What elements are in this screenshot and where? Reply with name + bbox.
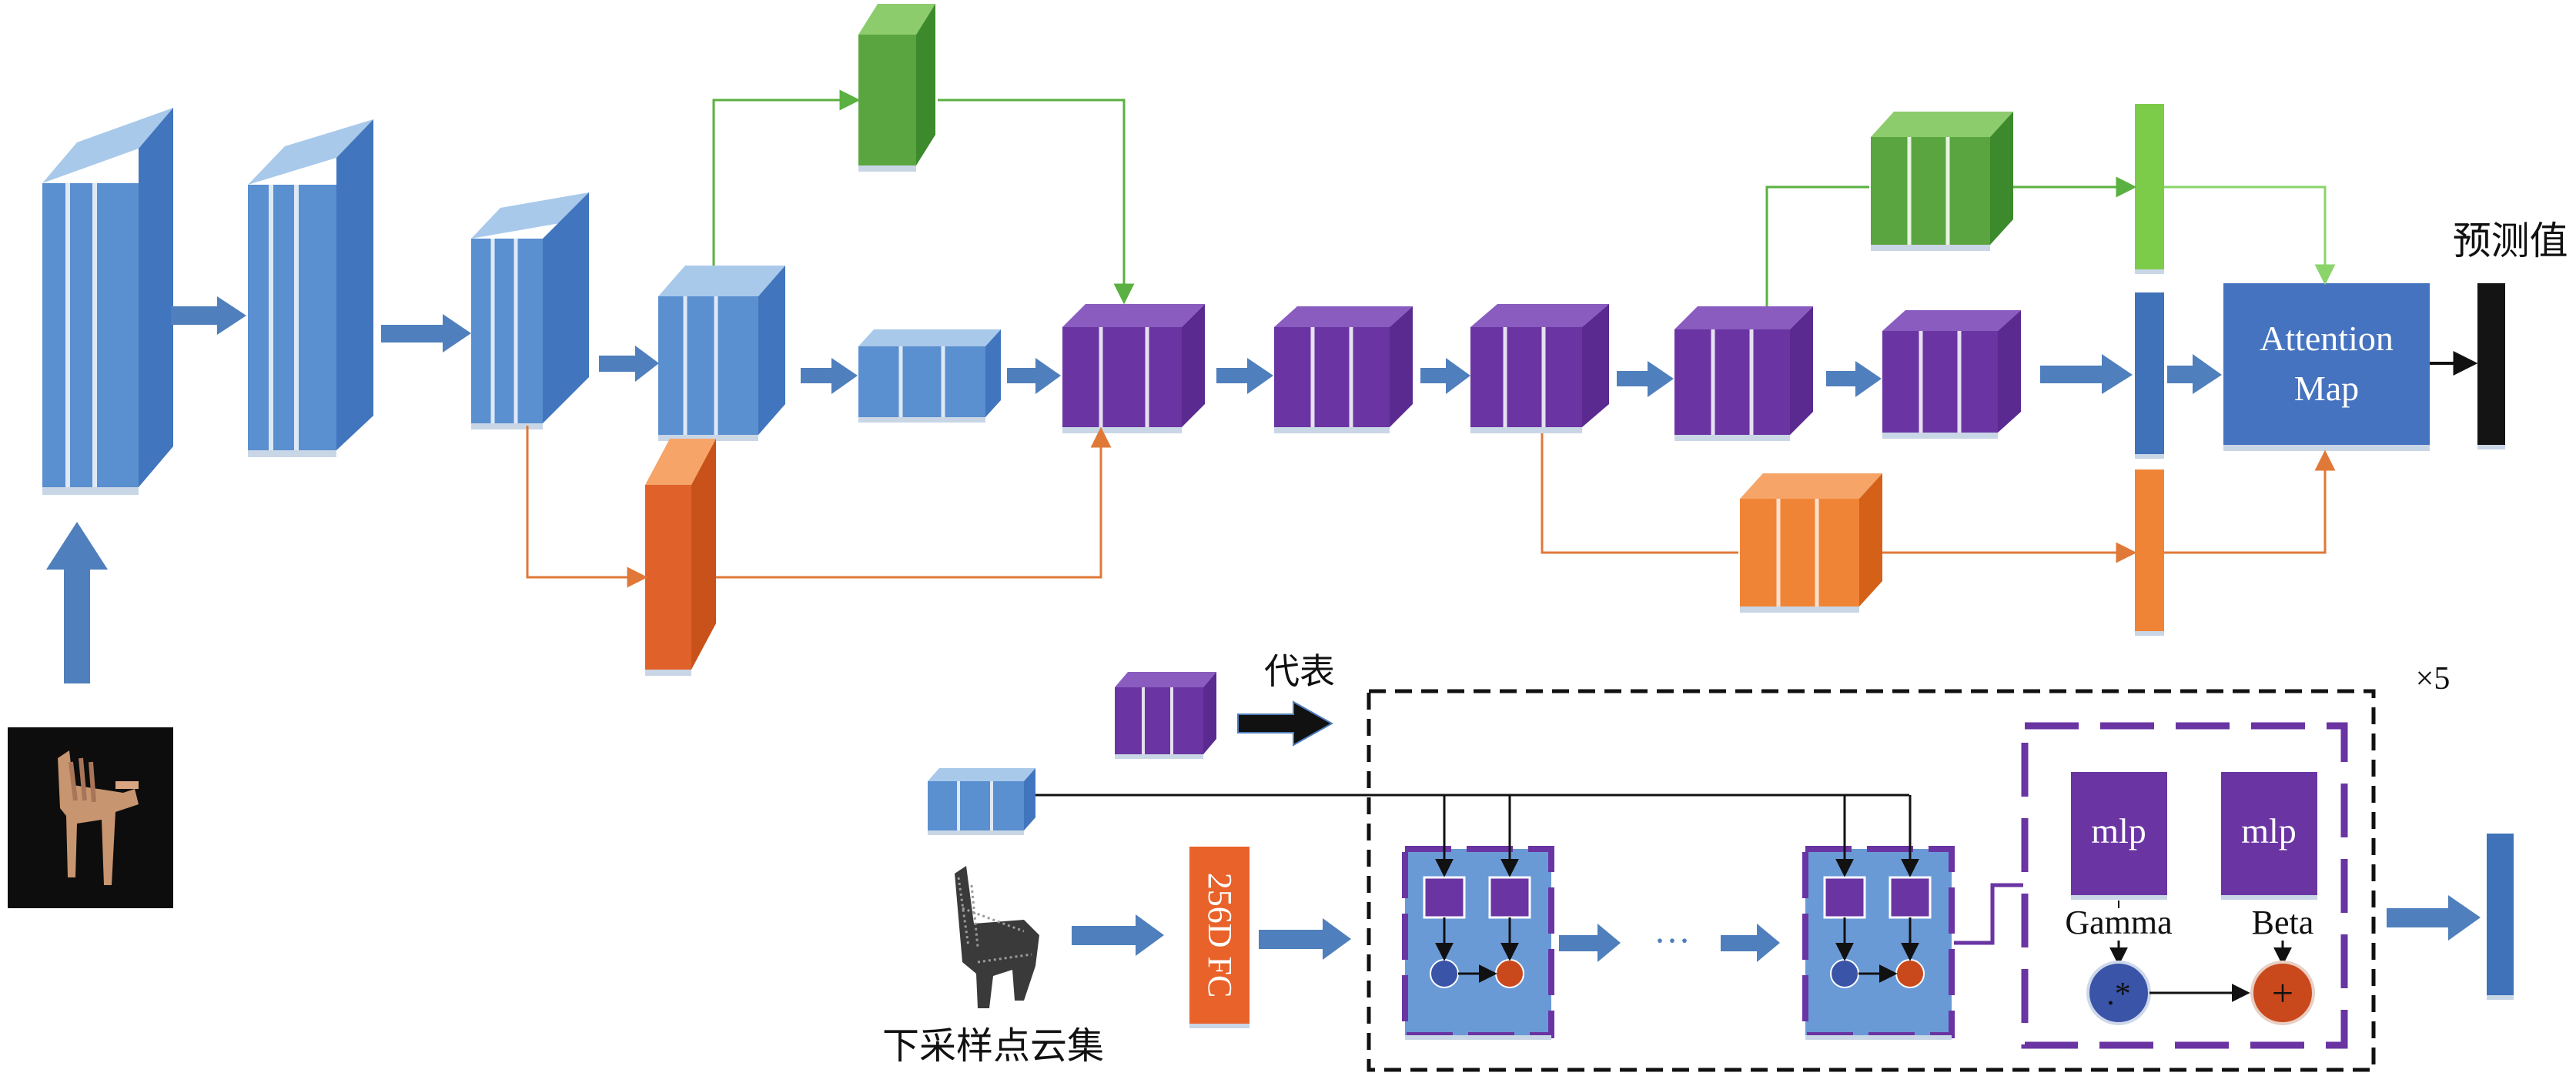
orange-connector-3 — [1541, 433, 1738, 554]
arrow-fc-to-module — [1259, 918, 1351, 960]
point-cloud-chair — [955, 866, 1039, 1008]
orange-vector-bar — [2135, 469, 2164, 631]
add-node — [2250, 961, 2315, 1025]
multiply-symbol: .* — [2106, 977, 2131, 1012]
mlp-beta-block — [2221, 772, 2317, 895]
output-vector-bar — [2487, 834, 2514, 995]
input-chair-image — [8, 727, 173, 908]
mlp-gamma-block — [2071, 772, 2167, 895]
arrow-to-fc — [1072, 914, 1164, 956]
purple-block-4 — [1674, 306, 1813, 441]
cbn-module-2 — [1802, 795, 1955, 1040]
arrow-module-2-in — [1721, 924, 1780, 962]
green-connector-2 — [938, 99, 1135, 305]
purple-block-5 — [1882, 310, 2021, 439]
fc-label: 256D FC — [1201, 873, 1239, 998]
arrow-to-output-bar — [2387, 895, 2481, 941]
orange-attention-block — [1740, 473, 1882, 613]
plus-symbol: + — [2272, 971, 2293, 1014]
repeat-block-frame — [1367, 689, 2376, 1072]
small-blue-block — [928, 768, 1035, 835]
feature-layer-2 — [248, 119, 373, 457]
blue-vector-bar — [2135, 292, 2164, 454]
attention-map-box — [2223, 283, 2430, 451]
flow-arrows-top — [171, 296, 2222, 397]
cbn-module-1 — [1402, 795, 1554, 1040]
attention-label-line1: Attention — [2260, 319, 2394, 358]
prediction-bar — [2477, 283, 2505, 445]
gamma-label: Gamma — [2065, 904, 2172, 941]
ellipsis: ··· — [1654, 921, 1691, 961]
beta-label: Beta — [2252, 904, 2314, 941]
mlp-gamma-label: mlp — [2091, 811, 2146, 850]
legend-represents-label: 代表 — [1264, 652, 1335, 691]
fc-box — [1189, 847, 1250, 1028]
mlp-beta-label: mlp — [2241, 811, 2297, 850]
attention-label-line2: Map — [2294, 369, 2359, 408]
cbn-detail-frame — [2021, 722, 2348, 1049]
green-branch-block — [858, 4, 935, 172]
orange-connector-2 — [716, 426, 1112, 579]
green-connector-1 — [712, 89, 861, 266]
orange-connector-1 — [526, 426, 648, 588]
feature-layer-5 — [858, 329, 1001, 423]
zoom-connector — [1954, 883, 2023, 945]
times5-label: ×5 — [2416, 661, 2451, 697]
arrow-module-1-out — [1559, 924, 1621, 962]
feature-layer-3 — [471, 192, 589, 429]
prediction-label: 预测值 V — [2453, 219, 2576, 262]
green-vector-bar — [2135, 104, 2164, 269]
green-connector-3 — [1765, 185, 1869, 306]
orange-connector-5 — [2164, 449, 2336, 554]
purple-block-1 — [1062, 304, 1205, 433]
input-arrow — [46, 522, 108, 683]
orange-branch-block — [645, 439, 716, 676]
legend-arrow — [1237, 700, 1334, 747]
feature-layer-1 — [42, 108, 173, 495]
purple-block-3 — [1470, 304, 1609, 433]
downsampled-cloud-label: 下采样点云集 — [882, 1026, 1104, 1067]
purple-block-2 — [1274, 306, 1413, 433]
feature-layer-4 — [658, 266, 785, 441]
green-attention-block — [1871, 112, 2013, 251]
green-connector-5 — [2164, 185, 2336, 286]
legend-purple-block — [1115, 672, 1216, 759]
